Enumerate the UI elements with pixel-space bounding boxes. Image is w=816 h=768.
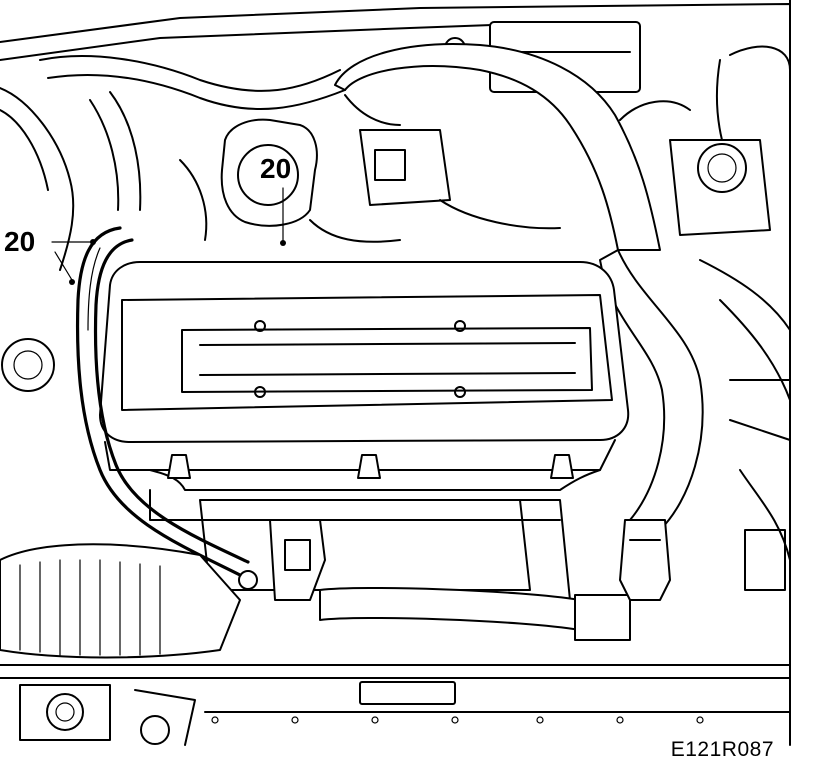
left-fender-panel xyxy=(0,87,75,271)
cover-bolt xyxy=(454,386,466,398)
cover-bolt xyxy=(254,386,266,398)
ventilation-hose-inner xyxy=(93,238,250,564)
cover-bolt xyxy=(254,320,266,332)
throttle-body xyxy=(220,118,318,227)
bodywork-inner-edge xyxy=(0,23,521,61)
lower-coolant-pipe xyxy=(319,587,581,631)
bodywork-top-edge xyxy=(0,3,791,43)
cover-bolt xyxy=(454,320,466,332)
plug-boot xyxy=(167,454,191,479)
callout-20-upper: 20 xyxy=(260,153,292,184)
plug-boot xyxy=(550,454,574,479)
figure-code: E121R087 xyxy=(670,738,774,761)
valve-cover-inner-rim xyxy=(121,294,613,411)
left-upper-hose xyxy=(39,55,341,92)
ventilation-hose-outer xyxy=(75,226,242,577)
cylinder-head xyxy=(104,439,616,471)
reservoir-cap xyxy=(697,143,747,193)
plug-boot xyxy=(357,454,381,479)
strut-mount xyxy=(1,338,55,392)
bottom-bolt xyxy=(46,693,84,731)
intake-pipe-upper xyxy=(334,43,661,251)
valve-cover-center-plate xyxy=(181,327,593,393)
lower-pipe-clamp xyxy=(574,594,631,641)
callout-20-left: 20 xyxy=(4,226,36,257)
sensor-connector xyxy=(619,519,671,601)
